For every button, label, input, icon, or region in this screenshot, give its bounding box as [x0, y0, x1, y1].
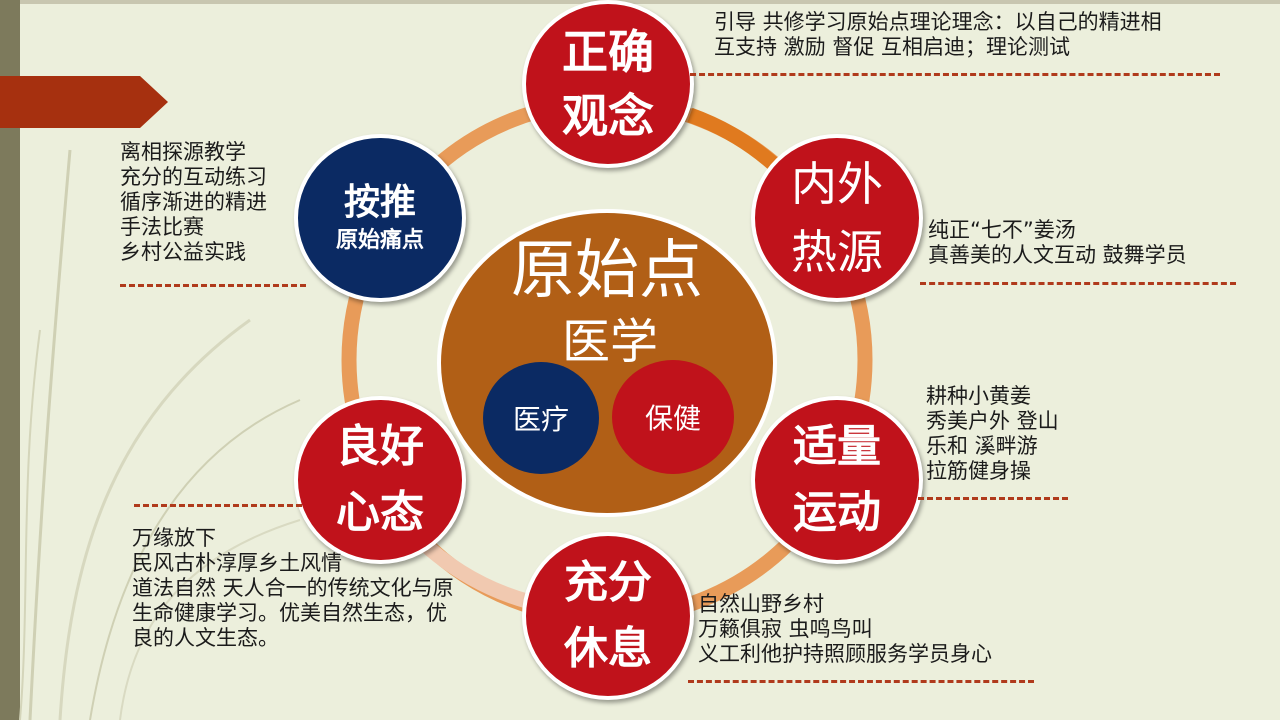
- note-bottom-left-line: 万缘放下: [132, 526, 216, 550]
- node-bottom-right-line2: 运动: [793, 487, 881, 538]
- node-bottom-right: 适量 运动: [751, 396, 923, 564]
- node-top-line2: 观念: [562, 89, 654, 143]
- center-badge-left: 医疗: [483, 362, 599, 474]
- note-bottom-line: 自然山野乡村: [698, 592, 824, 616]
- node-bottom: 充分 休息: [522, 532, 694, 700]
- center-badge-right: 保健: [612, 360, 734, 474]
- note-bottom-right-line: 拉筋健身操: [926, 459, 1031, 483]
- node-bottom-left-line1: 良好: [336, 421, 424, 472]
- node-top-left-line2: 原始痛点: [335, 228, 424, 253]
- note-top-left-divider: [120, 284, 306, 287]
- top-border-line: [20, 0, 1280, 4]
- note-top-left: 离相探源教学 充分的互动练习 循序渐进的精进 手法比赛 乡村公益实践: [120, 140, 267, 265]
- node-top-left-line1: 按推: [343, 182, 416, 223]
- note-bottom-left: 万缘放下 民风古朴淳厚乡土风情 道法自然 天人合一的传统文化与原 生命健康学习。…: [132, 526, 454, 651]
- note-top: 引导 共修学习原始点理论理念：以自己的精进相 互支持 激励 督促 互相启迪；理论…: [714, 10, 1162, 60]
- note-bottom-divider: [688, 680, 1034, 683]
- node-top: 正确 观念: [522, 0, 694, 168]
- note-bottom-left-line: 民风古朴淳厚乡土风情: [132, 551, 342, 575]
- note-bottom: 自然山野乡村 万籁俱寂 虫鸣鸟叫 义工利他护持照顾服务学员身心: [698, 592, 992, 667]
- node-top-line1: 正确: [562, 25, 654, 79]
- note-top-left-line: 离相探源教学: [120, 140, 246, 164]
- note-top-left-line: 乡村公益实践: [120, 240, 246, 264]
- note-top-left-line: 手法比赛: [120, 215, 204, 239]
- note-top-right: 纯正“七不”姜汤 真善美的人文互动 鼓舞学员: [928, 218, 1187, 268]
- center-badge-left-label: 医疗: [512, 403, 569, 436]
- note-bottom-right-line: 耕种小黄姜: [926, 384, 1031, 408]
- center-subtitle: 医学: [561, 314, 658, 370]
- node-bottom-line2: 休息: [564, 623, 652, 674]
- note-top-left-line: 充分的互动练习: [120, 165, 267, 189]
- arrow-tab-decoration: [0, 76, 168, 128]
- node-top-right-line2: 热源: [791, 225, 883, 279]
- node-bottom-right-line1: 适量: [793, 421, 881, 472]
- node-top-right: 内外 热源: [751, 134, 923, 302]
- note-bottom-right: 耕种小黄姜 秀美户外 登山 乐和 溪畔游 拉筋健身操: [926, 384, 1059, 484]
- note-bottom-right-divider: [918, 497, 1068, 500]
- node-top-right-line1: 内外: [791, 157, 883, 211]
- note-bottom-left-divider: [134, 504, 302, 507]
- note-top-right-line: 纯正“七不”姜汤: [928, 218, 1076, 242]
- node-bottom-left-line2: 心态: [336, 487, 424, 538]
- center-badge-right-label: 保健: [644, 402, 701, 435]
- note-top-left-line: 循序渐进的精进: [120, 190, 267, 214]
- note-top-line: 引导 共修学习原始点理论理念：以自己的精进相: [714, 10, 1162, 34]
- note-top-right-line: 真善美的人文互动 鼓舞学员: [928, 243, 1187, 267]
- left-side-bar: [0, 0, 20, 720]
- note-bottom-right-line: 秀美户外 登山: [926, 409, 1059, 433]
- node-bottom-line1: 充分: [564, 557, 652, 608]
- node-bottom-left: 良好 心态: [294, 396, 466, 564]
- center-title: 原始点: [511, 234, 703, 308]
- note-bottom-line: 万籁俱寂 虫鸣鸟叫: [698, 617, 873, 641]
- note-bottom-left-line: 良的人文生态。: [132, 626, 279, 650]
- node-top-left: 按推 原始痛点: [294, 134, 466, 302]
- note-bottom-left-line: 道法自然 天人合一的传统文化与原: [132, 576, 454, 600]
- note-top-line: 互支持 激励 督促 互相启迪；理论测试: [714, 35, 1071, 59]
- note-bottom-line: 义工利他护持照顾服务学员身心: [698, 642, 992, 666]
- note-top-right-divider: [920, 282, 1236, 285]
- note-top-divider: [690, 73, 1220, 76]
- note-bottom-right-line: 乐和 溪畔游: [926, 434, 1038, 458]
- note-bottom-left-line: 生命健康学习。优美自然生态，优: [132, 601, 447, 625]
- grass-leaves-decoration: [19, 149, 301, 720]
- cycle-ring-highlight: [687, 107, 786, 176]
